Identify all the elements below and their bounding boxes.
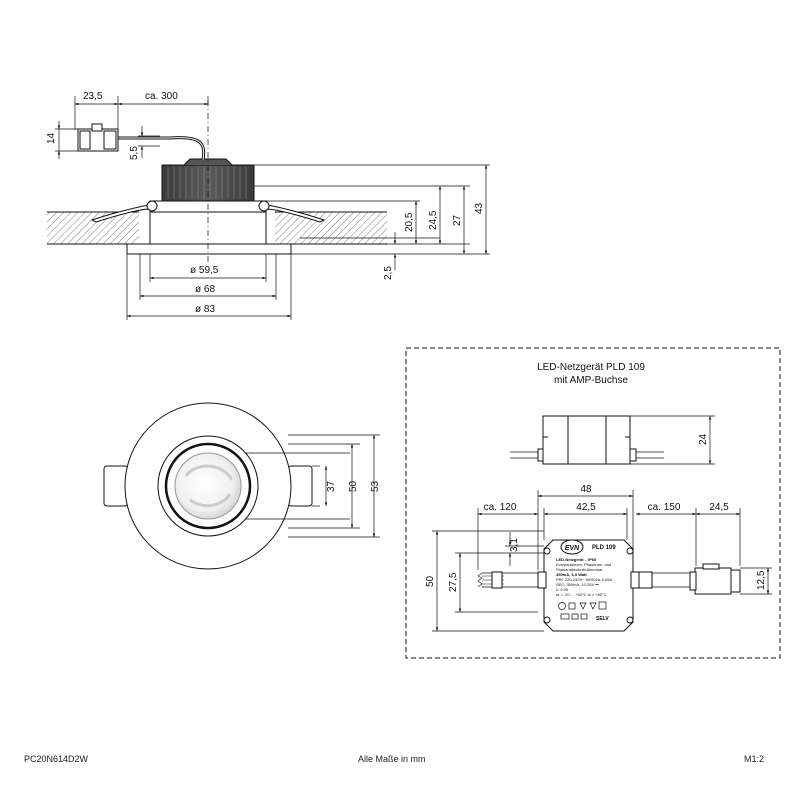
dim-24-5: 24,5 xyxy=(428,210,439,230)
side-view xyxy=(47,100,387,262)
dim-24-driver: 24 xyxy=(698,433,709,445)
label-line6: SEC: 350mA, 10-26V ⎓ xyxy=(556,582,599,587)
flange xyxy=(126,243,292,255)
driver-title: LED-Netzgerät PLD 109 xyxy=(537,362,645,373)
label-selv: SELV xyxy=(596,616,609,622)
front-view xyxy=(103,402,380,570)
dim-50-driver: 50 xyxy=(425,575,436,587)
footer-code: PC20N614D2W xyxy=(24,754,89,764)
footer-note: Alle Maße in mm xyxy=(358,754,426,764)
dim-dia-83: ø 83 xyxy=(195,304,215,315)
driver-top-view xyxy=(477,539,741,632)
spring-clip-left xyxy=(90,204,151,223)
dim-27-5: 27,5 xyxy=(448,572,459,592)
dim-5-5: 5,5 xyxy=(129,146,140,160)
label-line2: Konstantstrom, Phasenan- und xyxy=(556,562,611,567)
dim-23-5: 23,5 xyxy=(83,91,103,102)
dim-24-5-driver: 24,5 xyxy=(709,502,729,513)
dim-dia-68: ø 68 xyxy=(195,284,215,295)
driver-label: EVN PLD 109 LED-Netzgerät – IP65 Konstan… xyxy=(556,539,616,622)
label-line8: ta = -20 ... +50°C tc = +80°C xyxy=(556,592,607,597)
dim-3-1: 3,1 xyxy=(509,538,520,552)
dim-37: 37 xyxy=(326,480,337,492)
brand-logo: EVN xyxy=(565,545,580,552)
dim-53: 53 xyxy=(370,480,381,492)
dim-ca-120: ca. 120 xyxy=(484,502,517,513)
front-clip-right xyxy=(287,465,313,507)
spring-clip-right xyxy=(265,204,326,223)
ceiling-right-hatch xyxy=(275,212,387,244)
label-line4: 350mA, 3-9 Watt xyxy=(556,572,587,577)
label-line1: LED-Netzgerät – IP65 xyxy=(556,557,597,562)
footer-scale: M1:2 xyxy=(744,754,765,764)
dim-14: 14 xyxy=(46,132,57,144)
dim-43: 43 xyxy=(474,202,485,214)
lens xyxy=(174,452,242,520)
dim-42-5: 42,5 xyxy=(576,502,596,513)
label-line7: λ: 0,95 xyxy=(556,587,569,592)
front-clip-left xyxy=(103,465,129,507)
label-model: PLD 109 xyxy=(592,545,616,551)
dim-dia-59-5: ø 59,5 xyxy=(190,265,219,276)
dim-ca-300: ca. 300 xyxy=(145,91,178,102)
amp-connector xyxy=(694,567,732,595)
driver-frame xyxy=(405,347,781,659)
dim-20-5: 20,5 xyxy=(404,212,415,232)
driver-subtitle: mit AMP-Buchse xyxy=(554,375,628,386)
ceiling-left-hatch xyxy=(47,212,139,244)
dim-48: 48 xyxy=(580,484,592,495)
dim-50-front: 50 xyxy=(348,480,359,492)
dim-12-5: 12,5 xyxy=(756,570,767,590)
label-line3: Phasenabschnitt-dimmbar xyxy=(556,567,603,572)
dim-ca-150: ca. 150 xyxy=(648,502,681,513)
dim-2-5: 2,5 xyxy=(383,266,394,280)
label-line5: PRI: 220-240V~ 50/60Hz 0.05A xyxy=(556,577,612,582)
driver-side-view xyxy=(510,415,664,465)
certification-icons xyxy=(558,601,607,620)
dim-27: 27 xyxy=(452,214,463,226)
